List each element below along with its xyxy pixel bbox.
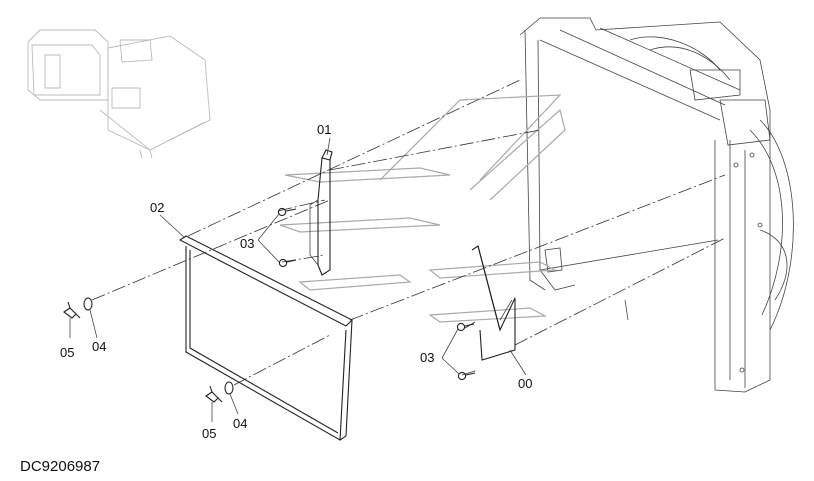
bolt-part-03-lower-1: [456, 322, 475, 332]
screen-frame-part-02: [178, 235, 353, 441]
callout-03-upper: 03: [240, 236, 254, 251]
callout-05-lower: 05: [202, 426, 216, 441]
callout-01: 01: [317, 122, 331, 137]
wing-nut-part-05-upper: [63, 301, 81, 319]
callout-02: 02: [150, 200, 164, 215]
wing-nut-part-05-lower: [205, 385, 223, 403]
bolt-part-03-upper-2: [278, 258, 297, 268]
callout-04-upper: 04: [92, 339, 106, 354]
bolt-part-03-upper-1: [277, 207, 297, 217]
bracket-part-01: [309, 149, 333, 276]
bracket-part-00: [471, 245, 516, 361]
excavator-thumbnail-icon: [27, 29, 211, 159]
bolt-part-03-lower-2: [457, 371, 476, 381]
callout-05-upper: 05: [60, 345, 74, 360]
radiator-assembly: [519, 17, 794, 393]
callout-leader-lines: [69, 137, 527, 422]
washer-part-04-lower: [224, 381, 234, 395]
callout-03-lower: 03: [420, 350, 434, 365]
washer-part-04-upper: [83, 297, 93, 311]
diagram-code: DC9206987: [20, 458, 100, 475]
callout-04-lower: 04: [233, 416, 247, 431]
assembly-guide-lines: [91, 79, 726, 386]
callout-00: 00: [518, 376, 532, 391]
